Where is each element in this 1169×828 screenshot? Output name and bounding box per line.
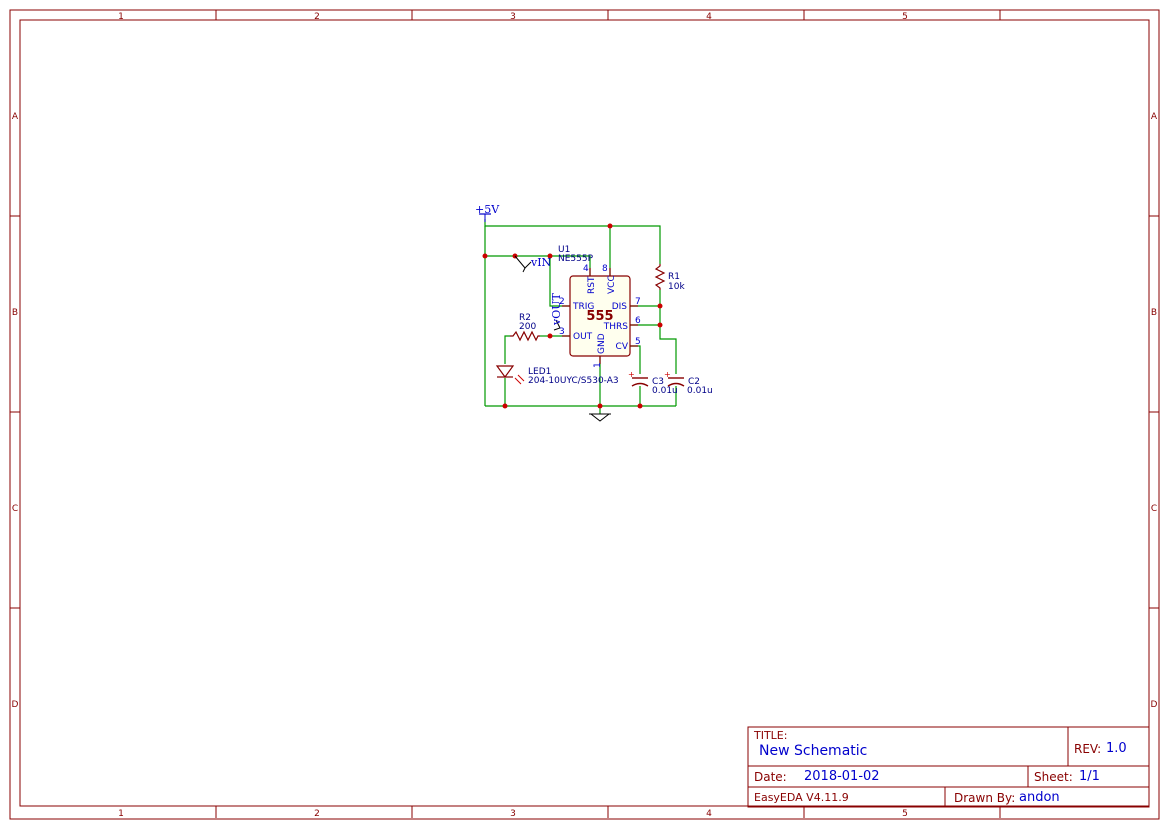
title-block-date: 2018-01-02 (804, 769, 880, 784)
col-label-bottom-4: 4 (706, 809, 712, 819)
row-label-left-b: B (12, 308, 18, 318)
r1-resistor: R1 10k (654, 264, 685, 292)
c3-capacitor: + C3 0.01u (628, 370, 678, 396)
r1-value: 10k (668, 282, 685, 292)
col-label-top-3: 3 (510, 12, 516, 22)
row-label-left-a: A (12, 112, 19, 122)
pin-number-1: 1 (593, 362, 603, 368)
u1-value: NE555P (558, 254, 594, 264)
wire-c2-top (659, 336, 677, 374)
title-block-drawn-label: Drawn By: (954, 791, 1016, 805)
col-label-top-5: 5 (902, 12, 908, 22)
outer-frame (9, 9, 1160, 820)
u1-ref: U1 (558, 245, 570, 255)
title-block-rev: 1.0 (1106, 741, 1127, 756)
junctions (482, 223, 663, 409)
r2-value: 200 (519, 322, 536, 332)
ic-pins (562, 268, 638, 364)
power-symbol-5v: +5V (475, 203, 500, 222)
junction-dot (597, 403, 603, 409)
col-label-bottom-5: 5 (902, 809, 908, 819)
wire-r2-led (504, 335, 510, 364)
title-block-sheet: 1/1 (1079, 769, 1100, 784)
pin-name-dis: DIS (612, 302, 628, 312)
c3-plus-icon: + (628, 370, 635, 379)
c2-plus-icon: + (664, 370, 671, 379)
pin-number-8: 8 (602, 264, 608, 274)
title-block-frame (747, 726, 1150, 808)
col-label-bottom-3: 3 (510, 809, 516, 819)
pin-number-5: 5 (635, 337, 641, 347)
led1-diode: LED1 204-10UYC/S530-A3 (495, 365, 619, 386)
r2-ref: R2 (519, 313, 531, 323)
pin-name-cv: CV (616, 342, 629, 352)
col-label-bottom-1: 1 (118, 809, 124, 819)
col-label-top-1: 1 (118, 12, 124, 22)
power-label: +5V (475, 203, 500, 216)
led1-value: 204-10UYC/S530-A3 (528, 376, 619, 386)
wire-vcc-rail (484, 219, 661, 264)
pin-name-vcc: VCC (607, 275, 617, 294)
c2-ref: C2 (688, 377, 700, 387)
row-label-right-d: D (1151, 700, 1158, 710)
u1-555-timer: U1 NE555P 555 RST VCC GND TRIG OUT DIS T… (558, 245, 641, 368)
pin-number-6: 6 (635, 316, 641, 326)
junction-dot (637, 403, 643, 409)
row-label-left-c: C (12, 504, 18, 514)
net-flag-vin: vIN (514, 255, 552, 273)
title-block-rev-label: REV: (1074, 742, 1102, 756)
c3-value: 0.01u (652, 386, 678, 396)
r2-resistor: R2 200 (510, 313, 540, 342)
pin-name-gnd: GND (597, 333, 607, 354)
junction-dot (502, 403, 508, 409)
ground-symbol (589, 413, 611, 422)
pin-number-3: 3 (559, 327, 565, 337)
junction-dot (547, 333, 553, 339)
col-label-bottom-2: 2 (314, 809, 320, 819)
title-block-sheet-label: Sheet: (1034, 770, 1073, 784)
junction-dot (607, 223, 613, 229)
led1-ref: LED1 (528, 367, 551, 377)
column-dividers (215, 10, 1001, 818)
row-label-right-b: B (1151, 308, 1157, 318)
title-block-tool: EasyEDA V4.11.9 (754, 791, 849, 804)
junction-dot (657, 322, 663, 328)
col-label-top-4: 4 (706, 12, 712, 22)
row-label-right-c: C (1151, 504, 1157, 514)
r1-ref: R1 (668, 272, 680, 282)
pin-name-rst: RST (587, 276, 597, 294)
net-label-vin: vIN (530, 256, 552, 269)
title-block-title: New Schematic (759, 743, 868, 759)
u1-name: 555 (586, 309, 613, 324)
pin-name-trig: TRIG (572, 302, 594, 312)
title-block-drawn: andon (1019, 790, 1060, 805)
c3-ref: C3 (652, 377, 664, 387)
c2-capacitor: + C2 0.01u (664, 370, 713, 396)
col-label-top-2: 2 (314, 12, 320, 22)
pin-number-4: 4 (583, 264, 589, 274)
pin-number-2: 2 (559, 297, 565, 307)
junction-dot (657, 303, 663, 309)
net-label-vout: vOUT (550, 292, 563, 326)
row-label-right-a: A (1151, 112, 1158, 122)
junction-dot (482, 253, 488, 259)
c2-value: 0.01u (687, 386, 713, 396)
inner-frame (19, 19, 1150, 807)
pin-name-thrs: THRS (603, 322, 629, 332)
junction-dot (547, 253, 553, 259)
net-flag-vout: vOUT (550, 292, 563, 331)
title-block-title-label: TITLE: (754, 729, 788, 742)
title-block-date-label: Date: (754, 770, 787, 784)
row-label-left-d: D (12, 700, 19, 710)
row-dividers (10, 215, 1159, 609)
pin-name-out: OUT (573, 332, 593, 342)
pin-number-7: 7 (635, 297, 641, 307)
